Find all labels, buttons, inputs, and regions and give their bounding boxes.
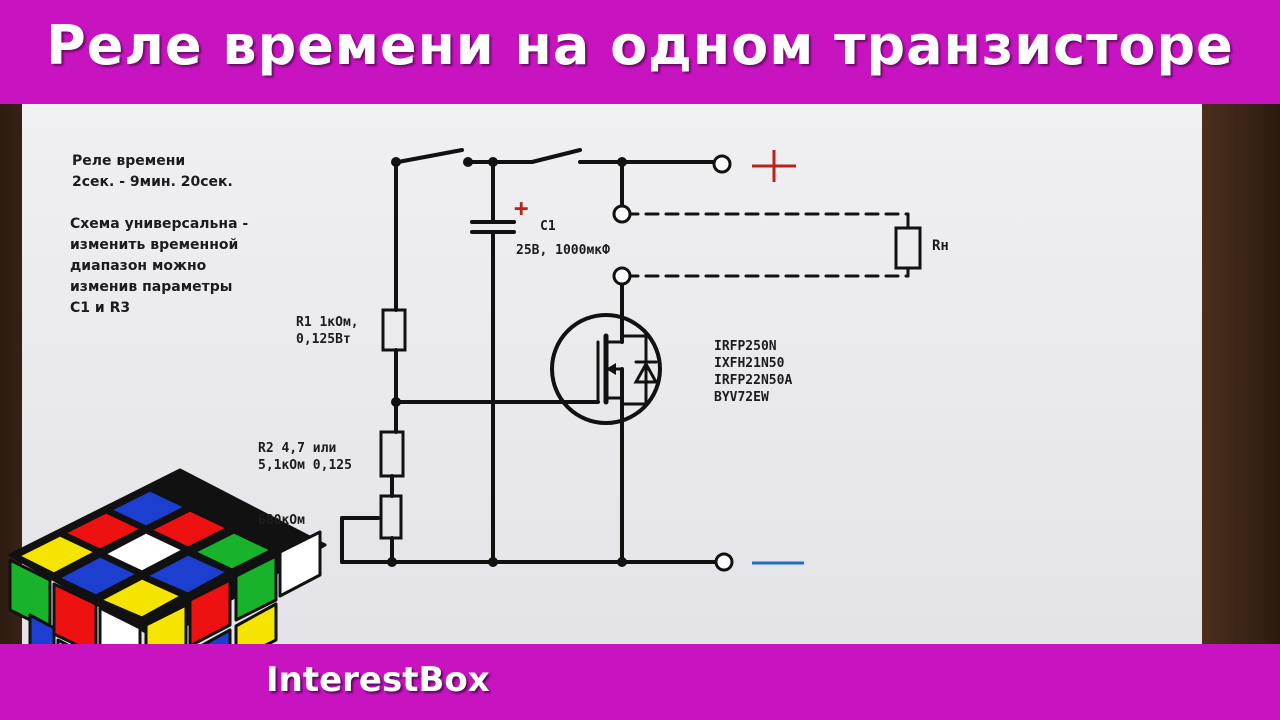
mosfet-arrow	[606, 363, 616, 375]
bottom-banner	[0, 644, 1280, 720]
node-top-right	[617, 157, 627, 167]
c1-plus-mark: +	[514, 194, 529, 222]
label-c1-value: 25В, 1000мкФ	[516, 243, 610, 258]
mosfet-circle	[550, 313, 662, 425]
switch-2	[530, 148, 582, 164]
label-c1-name: C1	[540, 219, 556, 234]
node-switch-mid	[463, 157, 473, 167]
node-c1-top	[488, 157, 498, 167]
r2-body	[379, 430, 405, 478]
video-title: Реле времени на одном транзисторе	[46, 14, 1234, 77]
terminal-plus	[712, 154, 732, 174]
node-gate	[391, 397, 401, 407]
terminal-load-bottom	[612, 266, 632, 286]
note-range: Реле времени 2сек. - 9мин. 20сек.	[72, 153, 233, 190]
node-ground-r3	[387, 557, 397, 567]
label-r1: R1 1кОм, 0,125Вт	[296, 315, 359, 347]
note-universal: Схема универсальна - изменить временной …	[70, 216, 249, 316]
label-transistors: IRFP250N IXFH21N50 IRFP22N50A BYV72EW	[714, 339, 793, 405]
node-top-left	[391, 157, 401, 167]
terminal-minus	[714, 552, 734, 572]
r1-body	[381, 308, 407, 352]
terminal-load-top	[612, 204, 632, 224]
label-r2: R2 4,7 или 5,1кОм 0,125	[258, 441, 352, 473]
label-load: Rн	[932, 238, 949, 254]
node-ground-c1	[488, 557, 498, 567]
label-r3: 680кОм	[258, 513, 305, 528]
r3-body	[379, 494, 403, 540]
diode-triangle	[633, 360, 659, 384]
top-banner	[0, 0, 1280, 104]
switch-1	[396, 148, 464, 164]
load-body	[894, 226, 922, 270]
channel-brand: InterestBox	[266, 660, 490, 700]
node-ground-source	[617, 557, 627, 567]
